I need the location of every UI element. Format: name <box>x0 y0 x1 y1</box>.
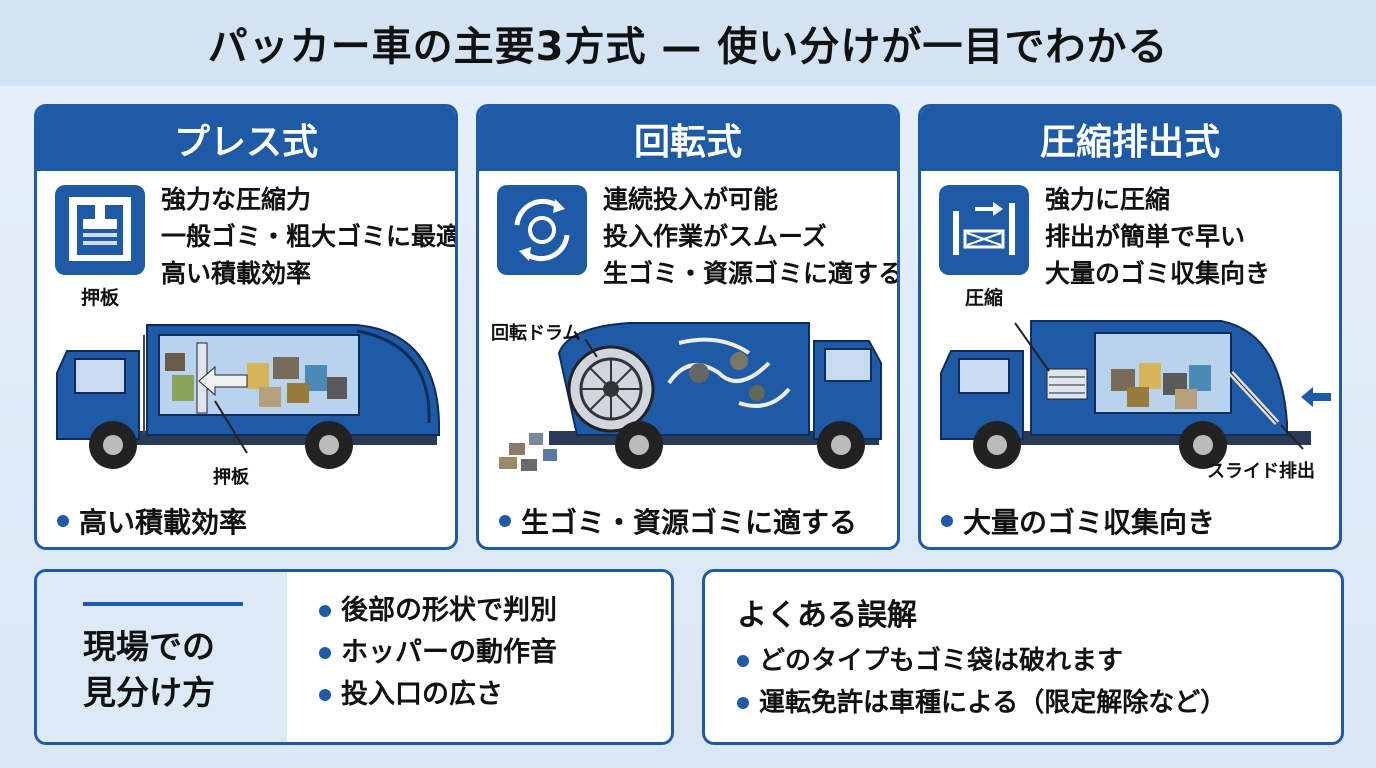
icon-caption: 圧縮 <box>964 287 1003 309</box>
title-bar: パッカー車の主要3方式 — 使い分けが一目でわかる <box>0 0 1376 86</box>
bullet-dot <box>499 515 511 527</box>
identify-title-block: 現場での 見分け方 <box>37 572 287 742</box>
bottom-point-text: 大量のゴミ収集向き <box>963 506 1216 539</box>
bullet-dot <box>319 647 331 659</box>
feature-item: 連続投入が可能 <box>603 185 779 214</box>
rotary-truck-illustration <box>499 322 882 471</box>
card-heading: プレス式 <box>37 107 455 171</box>
bullet-dot <box>737 697 749 709</box>
feature-item: 投入作業がスムーズ <box>603 222 827 251</box>
feature-item: 強力に圧縮 <box>1045 185 1171 214</box>
bullet-dot <box>319 605 331 617</box>
icon-caption: 押板 <box>80 287 119 309</box>
feature-item: 高い積載効率 <box>161 259 312 288</box>
card-compress-eject: 圧縮排出式 圧縮 強力に圧縮 排出が簡単で早い 大量のゴミ収集向き <box>918 104 1342 550</box>
identify-title-line: 見分け方 <box>83 673 215 712</box>
identify-title: 現場での 見分け方 <box>83 624 215 716</box>
bottom-point: 高い積載効率 <box>57 501 247 541</box>
card-press: プレス式 押板 強力な圧縮力 一般ゴミ・粗大ゴミに最適 高い積載効率 <box>34 104 458 550</box>
title-rule <box>83 602 243 606</box>
compress-truck-illustration <box>940 320 1331 469</box>
card-heading: 回転式 <box>479 107 897 171</box>
bottom-point: 生ゴミ・資源ゴミに適する <box>499 501 857 541</box>
feature-item: 排出が簡単で早い <box>1045 222 1246 251</box>
list-item: 運転免許は車種による（限定解除など） <box>737 682 1226 724</box>
bullet-dot <box>57 515 69 527</box>
list-item: 投入口の広さ <box>319 674 557 716</box>
feature-list: 連続投入が可能 投入作業がスムーズ 生ゴミ・資源ゴミに適する <box>603 181 900 292</box>
feature-item: 生ゴミ・資源ゴミに適する <box>603 259 900 288</box>
feature-list: 強力な圧縮力 一般ゴミ・粗大ゴミに最適 高い積載効率 <box>161 181 458 292</box>
feature-item: 一般ゴミ・粗大ゴミに最適 <box>161 222 458 251</box>
card-rotation: 回転式 連続投入が可能 投入作業がスムーズ 生ゴミ・資源ゴミに適する <box>476 104 900 550</box>
page-title: パッカー車の主要3方式 — 使い分けが一目でわかる <box>207 24 1169 70</box>
bullet-dot <box>319 689 331 701</box>
bottom-point-text: 高い積載効率 <box>79 506 248 539</box>
misconceptions-title: よくある誤解 <box>737 598 917 633</box>
bullet-dot <box>941 515 953 527</box>
identify-title-line: 現場での <box>83 627 215 666</box>
feature-list: 強力に圧縮 排出が簡単で早い 大量のゴミ収集向き <box>1045 181 1270 292</box>
identify-panel: 現場での 見分け方 後部の形状で判別 ホッパーの動作音 投入口の広さ <box>34 569 674 745</box>
press-plate-icon <box>55 185 145 275</box>
misconceptions-panel: よくある誤解 どのタイプもゴミ袋は破れます 運転免許は車種による（限定解除など） <box>702 569 1344 745</box>
list-item-text: 後部の形状で判別 <box>341 595 557 626</box>
truck-callout-label: 回転ドラム <box>491 323 581 344</box>
list-item: 後部の形状で判別 <box>319 590 557 632</box>
list-item: ホッパーの動作音 <box>319 632 557 674</box>
truck-callout-label: 押板 <box>213 467 249 488</box>
bottom-point-text: 生ゴミ・資源ゴミに適する <box>521 506 858 539</box>
truck-callout-label: スライド排出 <box>1207 461 1315 482</box>
bullet-dot <box>737 655 749 667</box>
rotation-icon <box>497 185 587 275</box>
list-item-text: どのタイプもゴミ袋は破れます <box>759 646 1124 676</box>
feature-item: 大量のゴミ収集向き <box>1045 259 1271 288</box>
list-item-text: 運転免許は車種による（限定解除など） <box>759 688 1227 718</box>
list-item: どのタイプもゴミ袋は破れます <box>737 640 1226 682</box>
list-item-text: 投入口の広さ <box>341 679 503 710</box>
misconceptions-list: どのタイプもゴミ袋は破れます 運転免許は車種による（限定解除など） <box>737 640 1226 724</box>
bottom-point: 大量のゴミ収集向き <box>941 501 1215 541</box>
card-heading: 圧縮排出式 <box>921 107 1339 171</box>
list-item-text: ホッパーの動作音 <box>341 637 557 668</box>
feature-item: 強力な圧縮力 <box>161 185 312 214</box>
press-truck-illustration <box>56 324 440 469</box>
compress-eject-icon <box>939 185 1029 275</box>
identify-list: 後部の形状で判別 ホッパーの動作音 投入口の広さ <box>319 590 557 716</box>
